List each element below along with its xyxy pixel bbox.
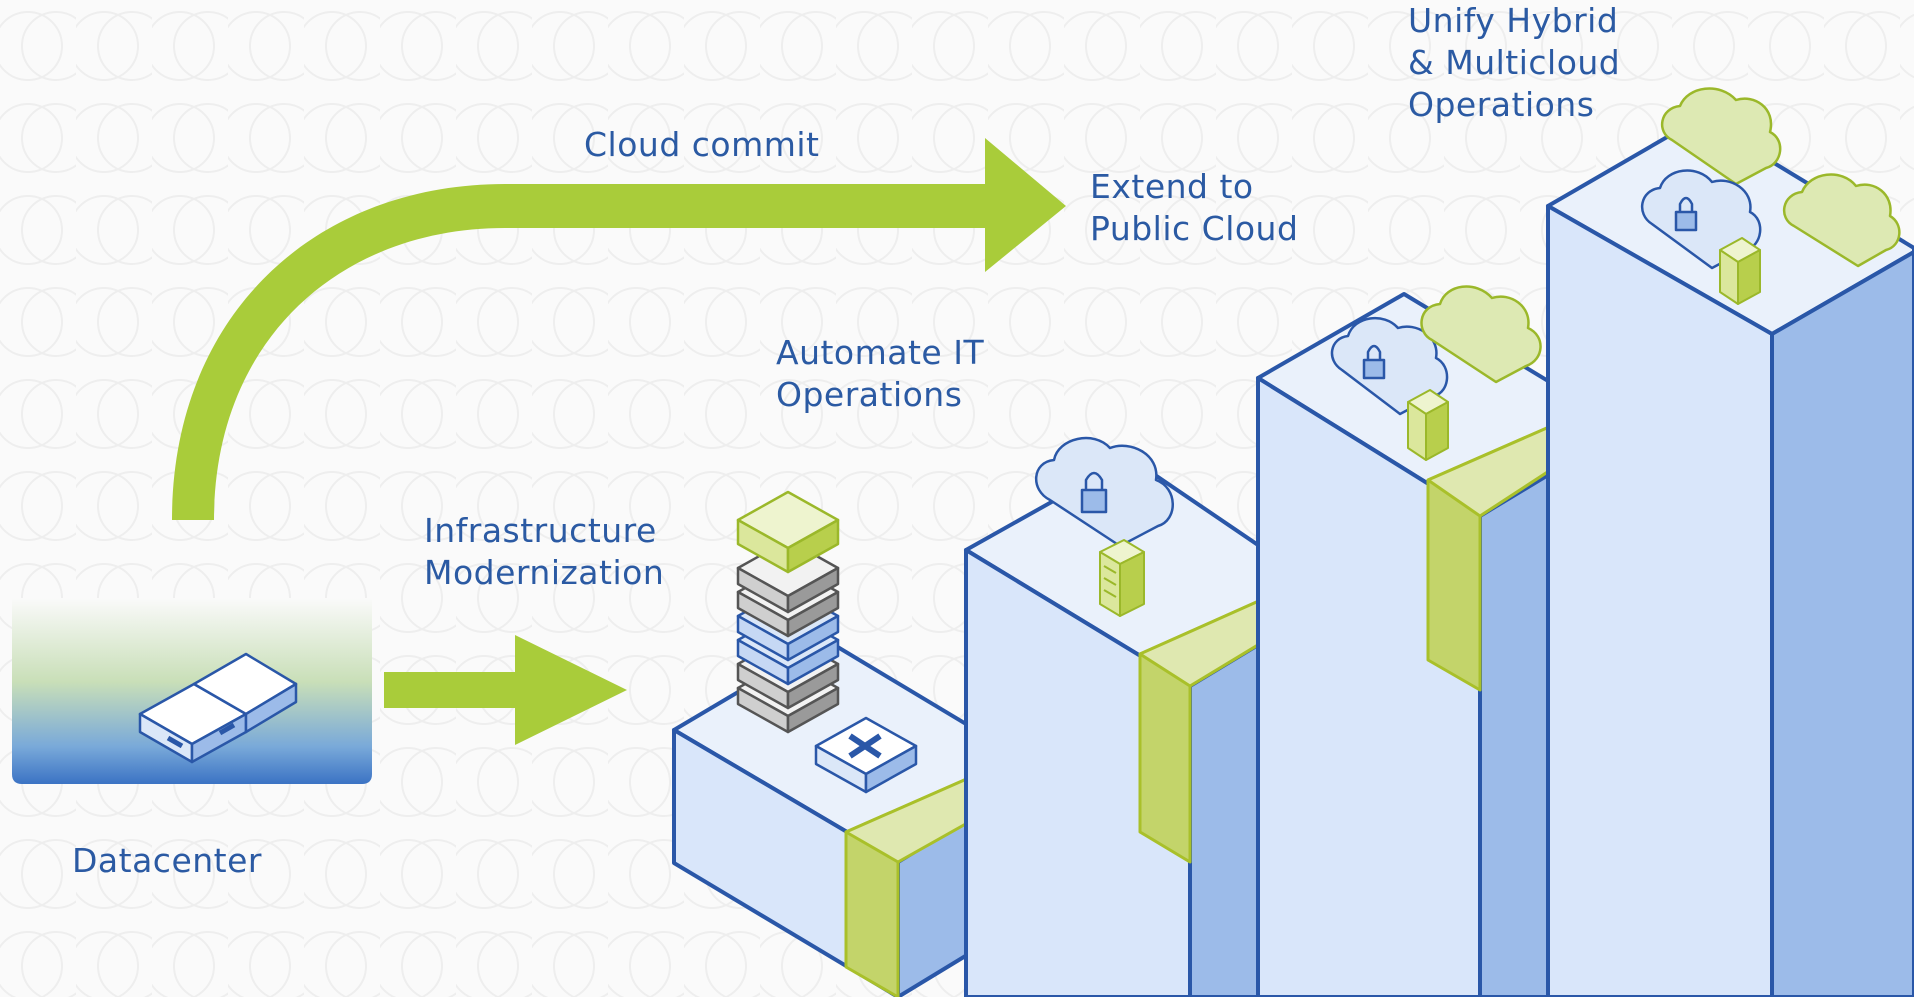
cloud-commit-label: Cloud commit [584,125,820,164]
server-rack-icon [1719,237,1761,305]
cloud-icon [1660,87,1782,186]
server-rack-icon [1099,539,1145,617]
server-appliance-icon [138,652,298,764]
extend-public-cloud-label: Extend to Public Cloud [1090,167,1299,248]
cloud-icon [1782,173,1901,268]
unify-hybrid-label: Unify Hybrid & Multicloud Operations [1408,1,1621,124]
secure-cloud-icon [1034,436,1174,548]
datacenter-box [12,598,372,784]
infrastructure-modernization-label: Infrastructure Modernization [424,511,665,592]
automate-it-label: Automate IT Operations [776,333,985,414]
cloud-commit-arrow [172,138,1066,520]
secure-cloud-icon [1330,316,1449,416]
modernization-arrow [384,635,627,745]
datacenter-label: Datacenter [72,841,262,880]
server-rack-icon [1407,389,1449,461]
cloud-icon [1420,285,1542,384]
nutanix-x-icon [814,716,918,794]
server-stack-icon [736,490,840,734]
